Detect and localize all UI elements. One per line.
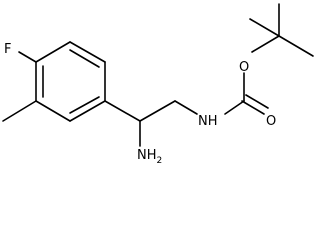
benzene-ring [35, 41, 106, 122]
tbutyl-methyl-left [249, 18, 280, 37]
amine-atom-label: NH2 [137, 148, 162, 166]
carbonyl-double-bond-2 [245, 94, 269, 109]
tert-butyl-group [249, 3, 314, 57]
ring-double-bond-c [69, 96, 100, 114]
nh-to-carbonyl-bond [224, 100, 245, 115]
structure-canvas: F NH2 NH O O [2, 3, 314, 166]
fluorine-bond [18, 51, 37, 63]
amine-subscript: 2 [157, 156, 163, 166]
tbutyl-methyl-right [278, 35, 314, 57]
fluorine-atom-label: F [4, 42, 11, 57]
amine-element: NH [137, 148, 157, 163]
chemical-structure: F NH2 NH O O [2, 3, 314, 166]
ester-oxygen-label: O [239, 60, 249, 75]
ring-bond-1 [69, 41, 106, 63]
ring-bond-4 [35, 100, 71, 122]
ring-to-ch-bond [104, 100, 141, 122]
ch2-to-nh-bond [174, 100, 198, 115]
methyl-bond [2, 100, 37, 122]
ring-bond-5 [69, 100, 106, 122]
ch-to-ch2-bond [139, 100, 176, 122]
ester-o-to-tbutyl-bond [251, 35, 280, 53]
carbonyl-double-bond-1 [241, 100, 265, 115]
carbonyl-oxygen-label: O [266, 114, 276, 129]
ring-double-bond-a [69, 49, 100, 68]
nh-atom-label: NH [198, 114, 218, 129]
ring-bond-2 [35, 41, 71, 63]
